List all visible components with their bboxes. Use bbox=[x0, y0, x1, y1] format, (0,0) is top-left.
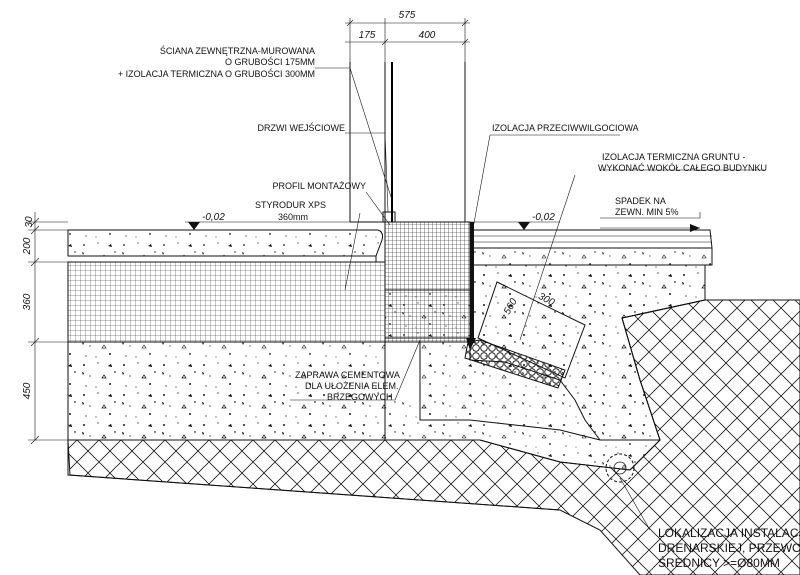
label-mortar-1: ZAPRAWA CEMENTOWA bbox=[295, 370, 400, 380]
label-wall-1: ŚCIANA ZEWNĘTRZNA-MUROWANA bbox=[160, 45, 315, 56]
xps-insulation bbox=[67, 261, 386, 343]
dim-top-insulation: 400 bbox=[419, 30, 436, 41]
label-mortar-3: BRZEGOWYCH bbox=[327, 392, 393, 402]
label-xps-2: 360mm bbox=[278, 212, 308, 222]
label-xps-1: STYRODUR XPS bbox=[255, 200, 326, 210]
label-mount-profile: PROFIL MONTAŻOWY bbox=[273, 181, 367, 191]
dim-left-3: 360 bbox=[22, 293, 33, 310]
floor-slab bbox=[67, 229, 383, 257]
level-inside: -0,02 bbox=[202, 212, 225, 223]
label-ground-insul-1: IZOLACJA TERMICZNA GRUNTU - bbox=[602, 152, 745, 162]
dim-left-2: 200 bbox=[22, 237, 33, 255]
label-slope-2: ZEWN. MIN 5% bbox=[615, 207, 679, 217]
label-drain-1: LOKALIZACJA INSTALACJI bbox=[658, 526, 800, 540]
drainage-gravel bbox=[464, 339, 566, 389]
label-slope-1: SPADEK NA bbox=[615, 196, 666, 206]
label-drain-3: ŚREDNICY >=Ø80MM bbox=[658, 555, 780, 570]
dim-left-1: 30 bbox=[24, 216, 35, 228]
label-wall-2: O GRUBOŚCI 175MM bbox=[225, 56, 315, 67]
dim-top-total: 575 bbox=[399, 10, 416, 21]
label-wall-3: + IZOLACJA TERMICZNA O GRUBOŚCI 300MM bbox=[118, 68, 315, 79]
label-mortar-2: DLA UŁOŻENIA ELEM. bbox=[305, 381, 399, 391]
label-door: DRZWI WEJŚCIOWE bbox=[258, 122, 346, 133]
dim-top-wall: 175 bbox=[359, 30, 376, 41]
dim-left-4: 450 bbox=[22, 382, 33, 399]
level-outside: -0,02 bbox=[532, 212, 555, 223]
wall-foundation-block bbox=[384, 221, 471, 343]
drain-pipe-icon bbox=[605, 453, 635, 483]
label-moisture: IZOLACJA PRZECIWWILGOCIOWA bbox=[492, 123, 639, 133]
label-ground-insul-2: WYKONAĆ WOKÓŁ CAŁEGO BUDYNKU bbox=[598, 163, 767, 173]
label-drain-2: DRENARSKIEJ, PRZEWOD bbox=[658, 541, 800, 555]
